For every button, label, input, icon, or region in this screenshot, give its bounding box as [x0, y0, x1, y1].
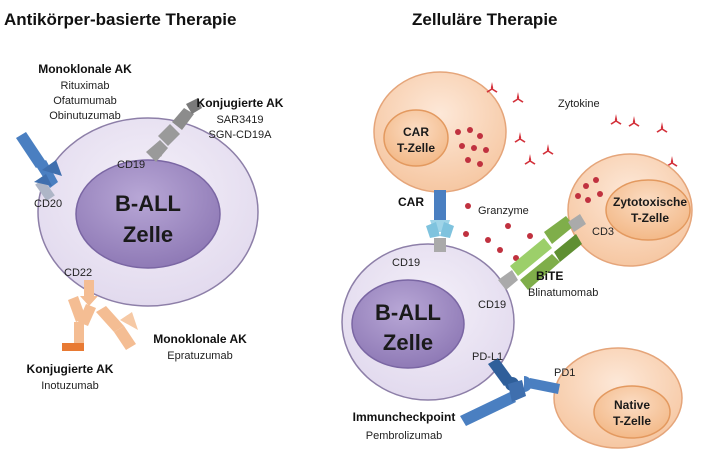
epratuzumab-antibody [96, 306, 138, 350]
cd22-label: CD22 [64, 267, 92, 279]
pdl1-label: PD-L1 [472, 351, 503, 363]
car-cell-line1: CAR [403, 125, 429, 139]
cytokines [486, 82, 678, 167]
bite-antibody [498, 214, 586, 290]
conj-top-item: SAR3419 [216, 114, 263, 126]
conj-top-item: SGN-CD19A [209, 129, 273, 141]
mab-top-item: Rituximab [61, 80, 110, 92]
conj-top-heading: Konjugierte AK [197, 96, 284, 110]
car-label: CAR [398, 195, 424, 209]
checkpoint-heading: Immuncheckpoint [353, 410, 456, 424]
zytokine-label: Zytokine [558, 98, 600, 110]
car-t-cell: CAR T-Zelle [373, 71, 507, 193]
pembrolizumab-antibody [460, 380, 526, 426]
left-cell-line2: Zelle [123, 222, 173, 247]
mab-bottom-heading: Monoklonale AK [153, 332, 247, 346]
native-line1: Native [614, 398, 650, 412]
bite-heading: BiTE [536, 269, 563, 283]
car-granules [455, 127, 489, 167]
mab-top-item: Ofatumumab [53, 95, 117, 107]
granzyme-label: Granzyme [478, 205, 529, 217]
car-cell-line2: T-Zelle [397, 141, 435, 155]
cytotoxic-granules [575, 177, 603, 203]
cytotoxic-t-cell: Zytotoxische T-Zelle [567, 153, 693, 267]
cd19-label-left: CD19 [117, 159, 145, 171]
car-receptor [426, 190, 454, 238]
left-cell-line1: B-ALL [115, 191, 181, 216]
sar3419-antibody [146, 98, 202, 162]
right-cell-line2: Zelle [383, 330, 433, 355]
mab-bottom-item: Epratuzumab [167, 350, 232, 362]
cd20-label: CD20 [34, 198, 62, 210]
pd1-label: PD1 [554, 367, 575, 379]
cytotoxic-line1: Zytotoxische [613, 195, 687, 209]
mab-top-heading: Monoklonale AK [38, 62, 132, 76]
mab-top-item: Obinutuzumab [49, 110, 121, 122]
conj-top-group: Konjugierte AK SAR3419 SGN-CD19A [197, 96, 284, 141]
native-line2: T-Zelle [613, 414, 651, 428]
mab-top-group: Monoklonale AK Rituximab Ofatumumab Obin… [38, 62, 132, 122]
cd3-label: CD3 [592, 226, 614, 238]
rituximab-antibody [16, 132, 62, 188]
cytotoxic-line2: T-Zelle [631, 211, 669, 225]
cd22-receptor [80, 280, 98, 306]
cd20-receptor [35, 178, 55, 202]
pd1-receptor [524, 376, 560, 394]
conj-bottom-item: Inotuzumab [41, 380, 98, 392]
right-ball-cell: B-ALL Zelle [341, 243, 515, 401]
checkpoint-item: Pembrolizumab [366, 430, 442, 442]
right-panel-title: Zelluläre Therapie [412, 10, 558, 29]
cd19-label-a: CD19 [392, 257, 420, 269]
right-cell-line1: B-ALL [375, 300, 441, 325]
cd19-receptor-car [434, 238, 446, 252]
conj-bottom-group: Konjugierte AK Inotuzumab [27, 362, 114, 392]
native-t-cell: Native T-Zelle [553, 347, 683, 449]
conj-bottom-heading: Konjugierte AK [27, 362, 114, 376]
mab-bottom-group: Monoklonale AK Epratuzumab [153, 332, 247, 362]
left-panel-title: Antikörper-basierte Therapie [4, 10, 236, 29]
left-ball-cell: B-ALL Zelle [37, 117, 259, 307]
bite-item: Blinatumomab [528, 287, 598, 299]
cd19-label-b: CD19 [478, 299, 506, 311]
inotuzumab-antibody [62, 296, 96, 351]
granzyme-dots [463, 203, 533, 261]
